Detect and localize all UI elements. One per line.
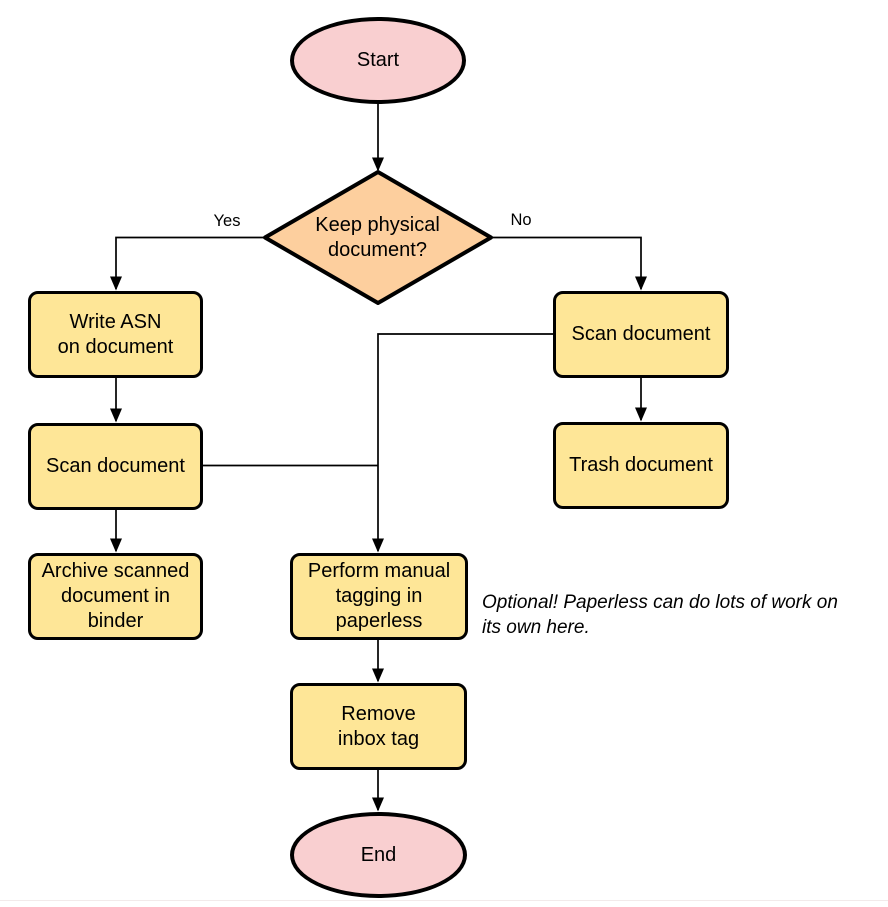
node-manual-tagging-label: Perform manual tagging in paperless [307, 560, 451, 632]
node-scan-document-left: Scan document [28, 423, 203, 510]
node-trash-document-label: Trash document [569, 454, 713, 476]
node-archive-document: Archive scanned document in binder [28, 553, 203, 640]
node-scan-document-left-label: Scan document [46, 455, 185, 477]
node-end-label: End [360, 843, 397, 866]
edge-decision-no [490, 236, 647, 291]
node-end: End [290, 812, 467, 898]
edge-scanright-to-tagging [372, 333, 553, 553]
node-scan-document-right-label: Scan document [571, 323, 711, 345]
node-start: Start [290, 17, 466, 104]
edge-label-no: No [510, 211, 532, 229]
decision-diamond [263, 170, 493, 305]
node-write-asn-label: Write ASN on document [57, 310, 174, 358]
node-decision-shape [263, 170, 493, 305]
edge-label-yes: Yes [213, 212, 241, 230]
node-write-asn: Write ASN on document [28, 291, 203, 378]
node-decision: Keep physical document? [265, 172, 490, 303]
node-remove-inbox-tag: Remove inbox tag [290, 683, 467, 770]
edge-decision-yes [110, 236, 265, 291]
node-remove-inbox-tag-label: Remove inbox tag [337, 702, 420, 750]
node-decision-label: Keep physical document? [315, 213, 440, 261]
node-archive-document-label: Archive scanned document in binder [41, 560, 190, 632]
bottom-divider [0, 900, 888, 901]
node-scan-document-right: Scan document [553, 291, 729, 378]
node-start-label: Start [356, 49, 400, 71]
node-manual-tagging: Perform manual tagging in paperless [290, 553, 468, 640]
node-trash-document: Trash document [553, 422, 729, 509]
annotation-optional-note: Optional! Paperless can do lots of work … [482, 592, 838, 638]
